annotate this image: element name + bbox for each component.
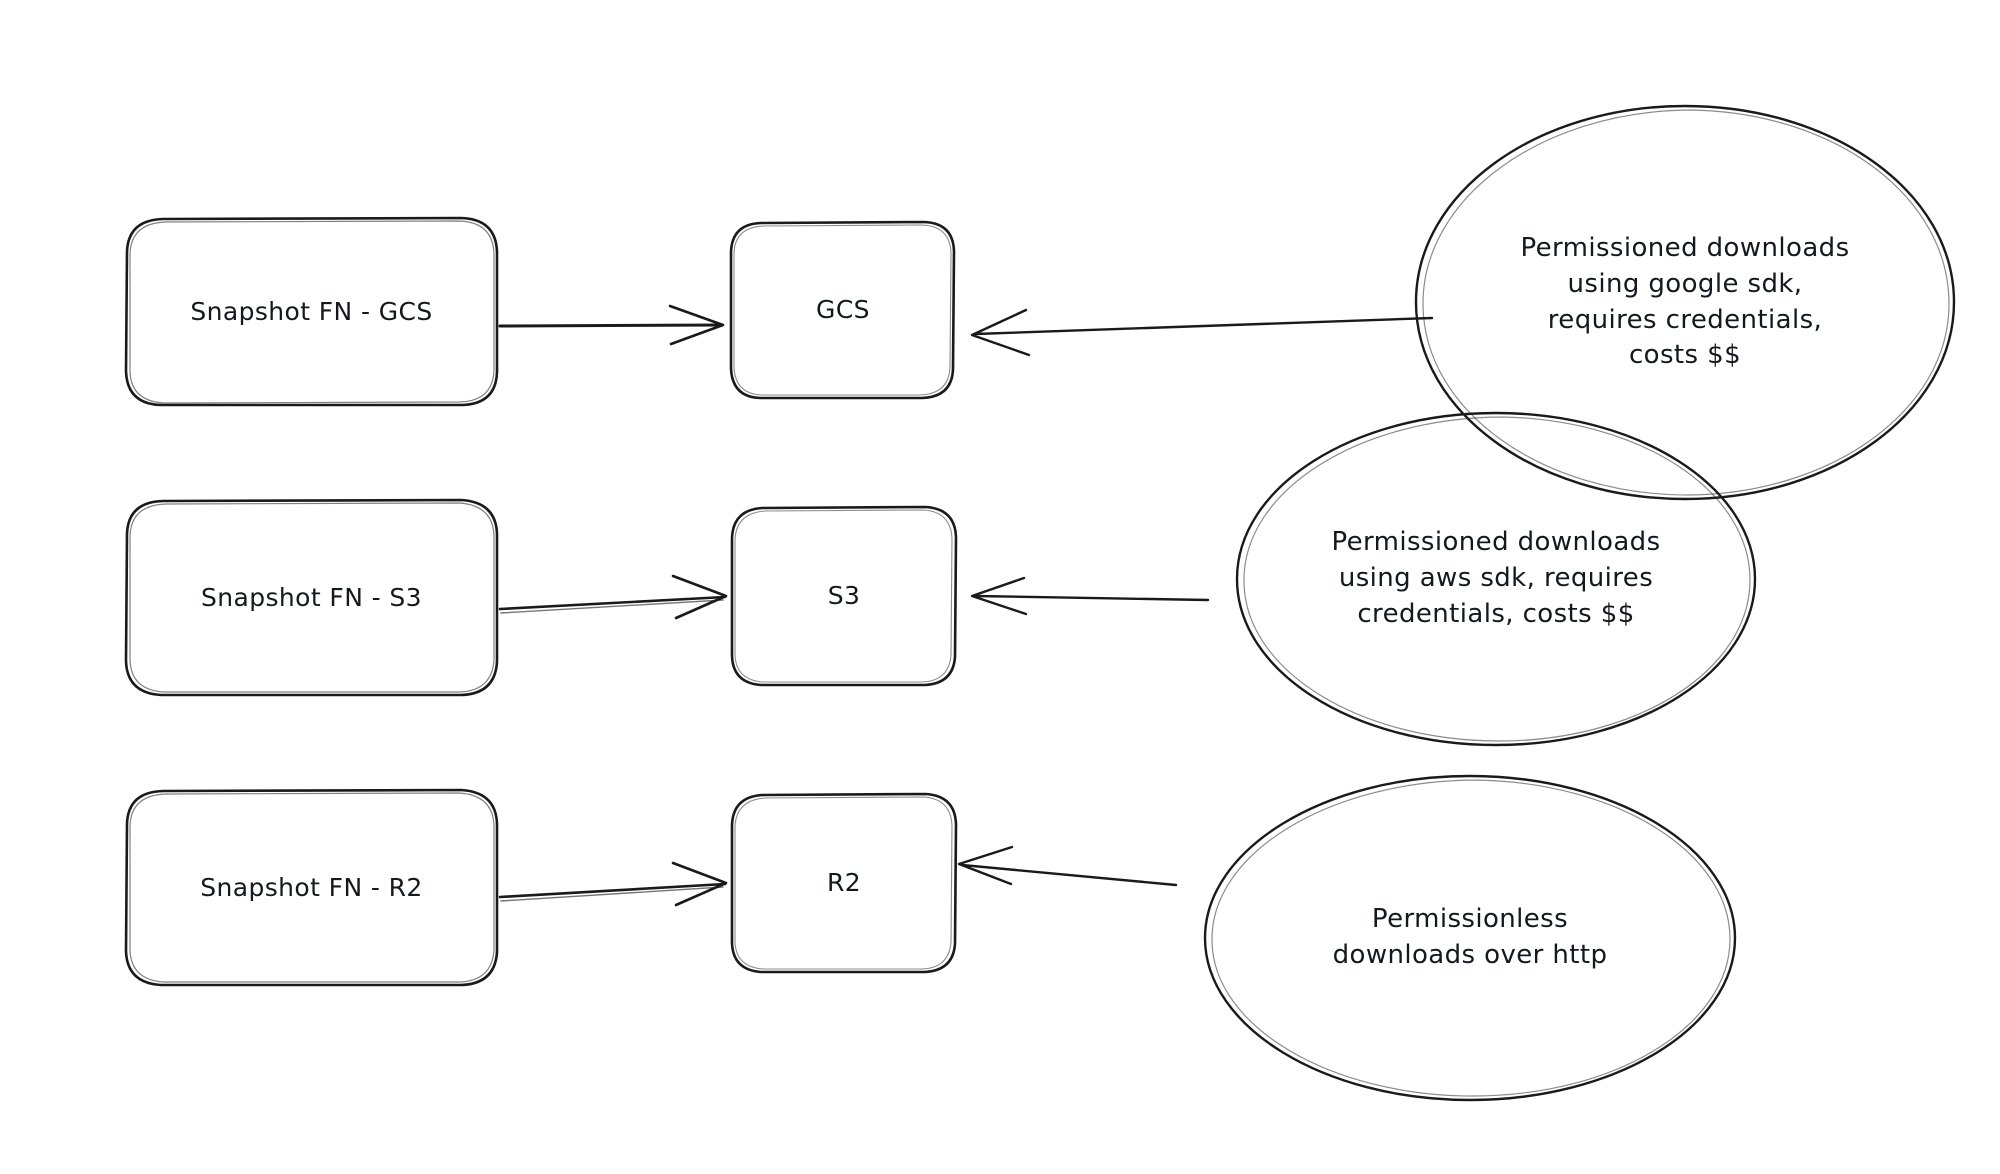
node-target-r2-shape	[730, 792, 958, 974]
arrow-snapshot-gcs-to-gcs	[498, 304, 725, 346]
arrow-note-google-to-gcs	[970, 308, 1434, 357]
note-google-sdk-shape	[1414, 104, 1956, 501]
arrow-snapshot-r2-to-r2	[498, 861, 728, 907]
arrow-note-http-to-r2	[957, 845, 1178, 887]
node-source-gcs-shape	[124, 216, 499, 407]
node-target-s3-shape	[730, 505, 958, 687]
node-source-s3-shape	[124, 498, 499, 697]
node-target-gcs-shape	[729, 220, 956, 400]
note-permissionless-shape	[1203, 774, 1737, 1102]
arrow-snapshot-s3-to-s3	[498, 574, 728, 620]
note-aws-sdk-shape	[1235, 411, 1757, 747]
node-source-r2-shape	[124, 788, 499, 987]
arrow-note-aws-to-s3	[970, 576, 1210, 616]
